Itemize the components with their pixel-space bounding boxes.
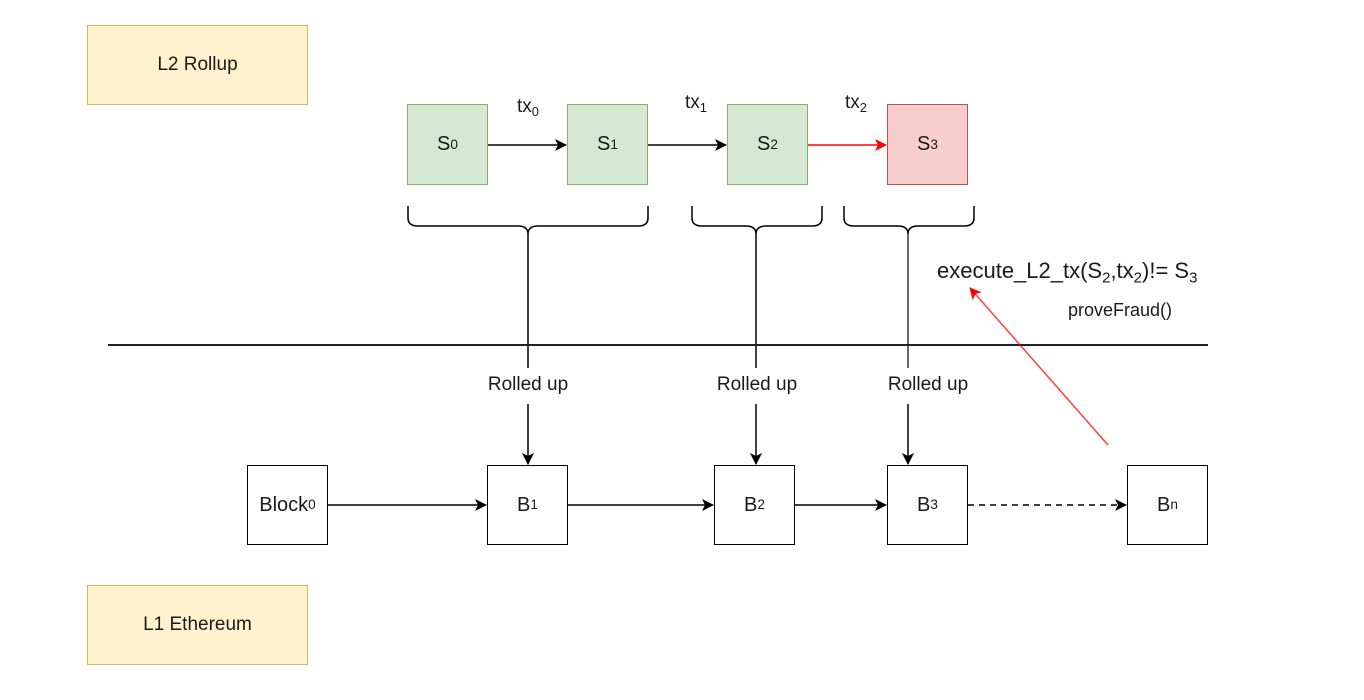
block-label: B — [917, 493, 931, 516]
tx-label-2: tx2 — [845, 92, 867, 114]
fraud-proof-arrow — [969, 287, 1109, 446]
state-label: S — [437, 133, 451, 155]
expr-subscript: 2 — [1133, 269, 1142, 287]
tx-label-subscript: 1 — [699, 99, 707, 115]
brace-s2 — [691, 206, 823, 235]
brace-s0-s1 — [407, 206, 649, 235]
layer-label-l1: L1 Ethereum — [87, 585, 308, 665]
rolled-up-label-2: Rolled up — [716, 374, 798, 395]
fraud-condition-expression: execute_L2_tx(S2,tx2)!= S3 — [937, 258, 1198, 287]
block-label: B — [744, 493, 758, 516]
brace-s3 — [843, 206, 975, 235]
expr-subscript: 3 — [1189, 269, 1198, 287]
block-label: Block — [259, 493, 309, 516]
layer-label-l2-text: L2 Rollup — [157, 54, 238, 75]
rolled-up-label-1: Rolled up — [487, 374, 569, 395]
tx-label-0: tx0 — [517, 96, 539, 118]
tx-label-text: tx — [685, 92, 700, 113]
tx-label-text: tx — [845, 92, 860, 113]
block-label: B — [517, 493, 531, 516]
tx-label-1: tx1 — [685, 92, 707, 114]
layer-label-l2: L2 Rollup — [87, 25, 308, 105]
rolled-up-label-3: Rolled up — [887, 374, 969, 395]
expr-subscript: 2 — [1102, 269, 1111, 287]
expr-part: )!= S — [1142, 258, 1190, 283]
tx-label-text: tx — [517, 96, 532, 117]
expr-part: execute_L2_tx(S — [937, 258, 1103, 283]
expr-part: ,tx — [1110, 258, 1134, 283]
block-label: B — [1157, 493, 1171, 516]
tx-label-subscript: 0 — [531, 103, 539, 119]
state-label: S — [917, 133, 931, 155]
state-label: S — [597, 133, 611, 155]
tx-label-subscript: 2 — [859, 99, 867, 115]
layer-label-l1-text: L1 Ethereum — [143, 614, 252, 635]
prove-fraud-call: proveFraud() — [1067, 300, 1173, 320]
state-label: S — [757, 133, 771, 155]
